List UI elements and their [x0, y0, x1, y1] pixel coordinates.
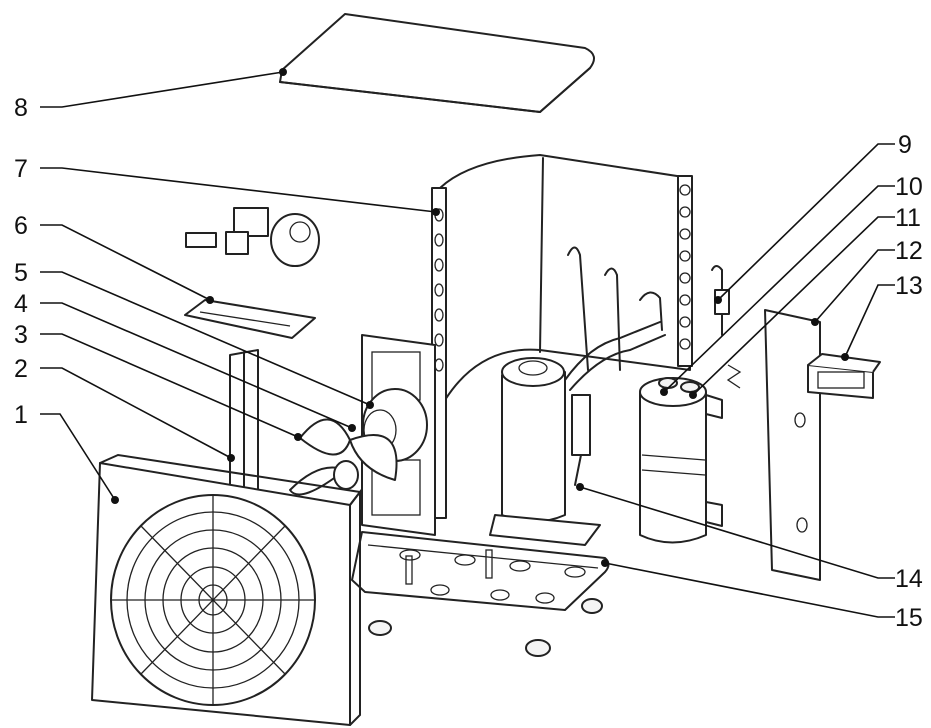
fan-blade [289, 418, 398, 496]
callout-4: 4 [14, 290, 28, 318]
refrigerant-piping [564, 246, 666, 486]
callout-9: 9 [898, 131, 912, 159]
front-grille-panel [91, 453, 362, 726]
callout-3: 3 [14, 321, 28, 349]
callout-1: 1 [14, 401, 28, 429]
partition-plate [229, 349, 259, 506]
electrical-components [184, 207, 320, 339]
callout-5: 5 [14, 259, 28, 287]
coil-tubes-left [434, 208, 444, 372]
base-feet [368, 598, 603, 657]
base-pan [351, 531, 610, 611]
leader-lines [40, 71, 895, 618]
top-cover [279, 13, 595, 113]
side-panel [764, 309, 821, 581]
callout-10: 10 [895, 173, 923, 201]
callout-11: 11 [895, 204, 921, 232]
expansion-valve [711, 265, 742, 389]
callout-dots [111, 68, 849, 567]
coil-tubes-right [679, 184, 691, 350]
terminal-block [807, 353, 881, 399]
callout-15: 15 [895, 604, 923, 632]
callout-2: 2 [14, 355, 28, 383]
callout-14: 14 [895, 565, 923, 593]
callout-8: 8 [14, 94, 28, 122]
condenser-coil [431, 154, 693, 519]
callout-labels: 1 2 3 4 5 6 7 8 9 10 11 12 13 14 15 [14, 94, 923, 632]
callout-13: 13 [895, 272, 923, 300]
compressor [489, 357, 601, 546]
callout-6: 6 [14, 212, 28, 240]
callout-7: 7 [14, 155, 28, 183]
callout-12: 12 [895, 237, 923, 265]
